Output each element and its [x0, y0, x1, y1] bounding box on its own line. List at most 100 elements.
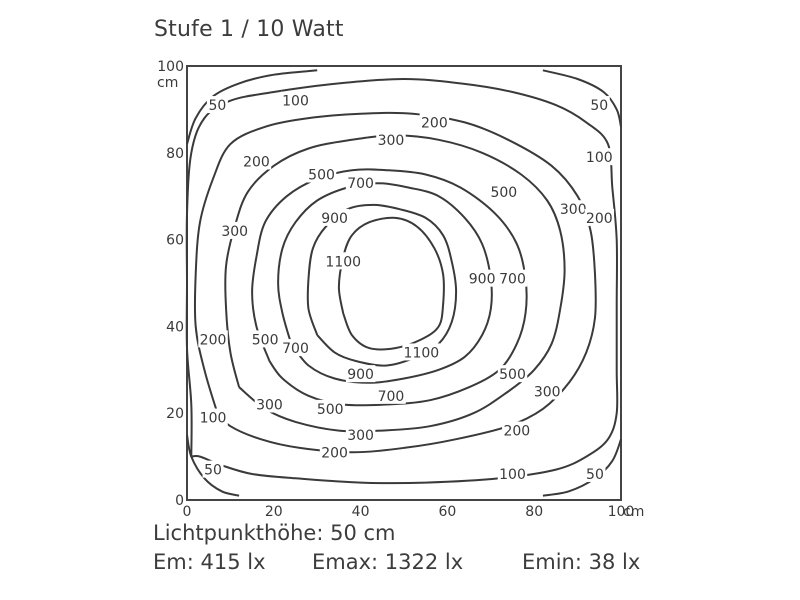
contour-label-bg [280, 91, 311, 109]
contour-label: 300 [256, 398, 283, 414]
contour-label: 100 [282, 94, 309, 110]
contour-label: 700 [378, 389, 405, 405]
contour-label: 200 [243, 154, 270, 170]
contour-label-bg [558, 200, 589, 218]
contour-200 [193, 111, 597, 454]
contour-label-bg [376, 386, 406, 404]
x-tick-label: 20 [265, 504, 283, 520]
contour-label-bg [467, 269, 497, 287]
y-tick-label: 100 [157, 59, 184, 75]
contour-label: 500 [317, 402, 344, 418]
contour-label-bg [198, 408, 228, 426]
contour-label-bg [497, 464, 528, 482]
contour-label-bg [219, 221, 250, 239]
average-illuminance: Em: 415 lx [153, 550, 266, 574]
contour-label: 500 [499, 367, 526, 383]
y-tick-label: 80 [166, 146, 184, 162]
contour-50 [542, 438, 622, 497]
contour-label-bg [250, 330, 280, 348]
contour-900 [306, 203, 458, 367]
contour-label: 500 [252, 332, 279, 348]
contour-label-bg [489, 182, 519, 200]
x-axis-unit: cm [623, 504, 644, 520]
contour-label: 700 [499, 272, 526, 288]
max-illuminance: Emax: 1322 lx [312, 550, 464, 574]
contour-label: 100 [586, 150, 613, 166]
x-tick-label: 100 [608, 504, 635, 520]
contour-label-bg [584, 148, 615, 166]
contour-label: 100 [499, 467, 526, 483]
contour-label-bg [497, 269, 528, 287]
contour-label: 300 [347, 428, 374, 444]
contour-label-bg [315, 399, 345, 417]
contour-label: 50 [586, 467, 604, 483]
contour-100 [185, 77, 619, 485]
contour-label: 1100 [325, 254, 361, 270]
contour-label-bg [588, 96, 610, 114]
contour-label-bg [345, 365, 376, 383]
x-tick-label: 80 [525, 504, 543, 520]
contour-label: 700 [347, 176, 374, 192]
contour-700 [277, 182, 493, 384]
contour-label-bg [198, 330, 228, 348]
contour-label-bg [280, 339, 311, 357]
contour-label: 500 [490, 185, 517, 201]
contour-label-bg [376, 130, 406, 148]
y-tick-label: 60 [166, 233, 184, 249]
contour-label-bg [419, 113, 450, 131]
x-tick-label: 60 [438, 504, 456, 520]
contour-label: 300 [378, 133, 405, 149]
contour-label: 300 [534, 385, 561, 401]
contour-50 [542, 69, 622, 128]
contour-label: 200 [200, 332, 227, 348]
x-tick-label: 0 [183, 504, 192, 520]
contour-label: 1100 [404, 345, 440, 361]
x-axis-ticks: 0 20 40 60 80 100 [183, 504, 635, 520]
y-tick-label: 40 [166, 319, 184, 335]
y-axis-unit: cm [157, 75, 178, 91]
contour-label: 50 [590, 98, 608, 114]
contour-300 [224, 134, 566, 433]
contour-label: 500 [308, 168, 335, 184]
chart-title: Stufe 1 / 10 Watt [154, 17, 344, 42]
contour-label: 700 [282, 341, 309, 357]
contour-label: 300 [221, 224, 248, 240]
contour-500 [251, 168, 528, 407]
contour-label: 900 [469, 272, 496, 288]
contour-label-bg [319, 208, 350, 226]
contour-label: 200 [421, 115, 448, 131]
contour-label-bg [324, 252, 363, 270]
contour-50 [186, 69, 318, 145]
illuminance-summary: Em: 415 lx Emax: 1322 lx Emin: 38 lx [153, 550, 653, 578]
min-illuminance: Emin: 38 lx [522, 550, 641, 574]
contour-1100 [337, 216, 445, 351]
contour-50 [186, 434, 240, 497]
contour-label-bg [319, 443, 350, 461]
contour-label-bg [202, 460, 224, 478]
contour-label: 200 [503, 424, 530, 440]
contour-label-bg [306, 165, 337, 183]
contour-label-bg [254, 395, 285, 413]
mounting-height-label: Lichtpunkthöhe: 50 cm [153, 521, 396, 545]
contour-label-bg [241, 152, 272, 170]
contour-label-bg [532, 382, 562, 400]
contour-label-bg [402, 343, 441, 361]
contour-label-bg [497, 365, 528, 383]
y-axis-ticks: 0 20 40 60 80 100 [157, 59, 184, 509]
contour-label: 200 [586, 211, 613, 227]
contour-label: 100 [200, 411, 227, 427]
contour-label: 50 [208, 98, 226, 114]
y-tick-label: 0 [175, 493, 184, 509]
contour-label-bg [345, 174, 376, 192]
x-tick-label: 40 [352, 504, 370, 520]
contour-label-bg [584, 208, 615, 226]
contour-label: 50 [204, 463, 222, 479]
contour-label: 900 [321, 211, 348, 227]
contour-label-bg [345, 425, 376, 443]
y-tick-label: 20 [166, 406, 184, 422]
contour-label-bg [584, 464, 606, 482]
contour-label-bg [206, 96, 228, 114]
contour-lines [185, 69, 622, 497]
